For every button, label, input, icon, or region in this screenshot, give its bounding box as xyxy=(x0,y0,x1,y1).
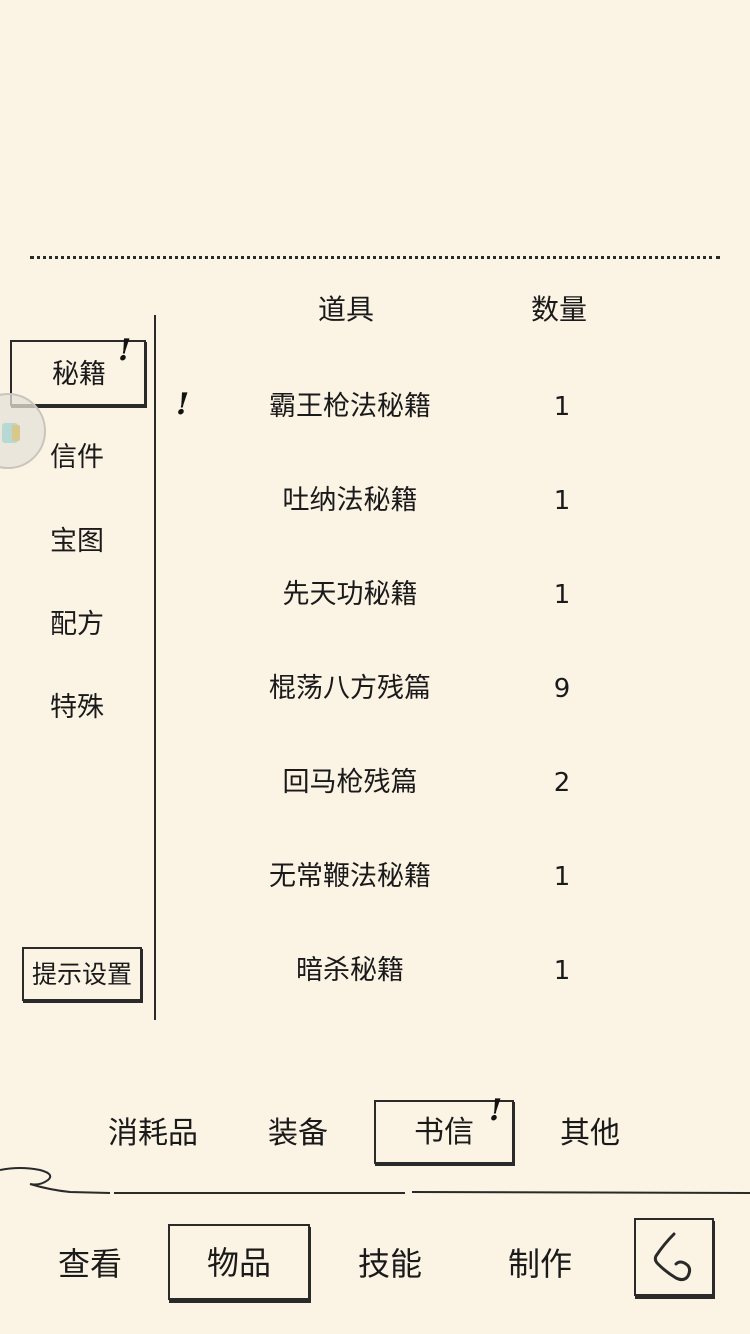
subtab-equipment[interactable]: 装备 xyxy=(268,1116,328,1151)
column-header-item: 道具 xyxy=(318,293,375,326)
item-name: 霸王枪法秘籍 xyxy=(269,391,431,422)
column-header-quantity: 数量 xyxy=(531,293,588,326)
table-row[interactable]: 先天功秘籍 1 xyxy=(160,548,720,642)
category-tab-special[interactable]: 特殊 xyxy=(20,686,136,730)
category-divider xyxy=(154,315,156,1020)
category-label: 宝图 xyxy=(50,526,104,557)
float-tile-icon xyxy=(12,425,20,441)
table-row[interactable]: 棍荡八方残篇 9 xyxy=(160,642,720,736)
category-label: 配方 xyxy=(50,609,104,640)
table-row[interactable]: 无常鞭法秘籍 1 xyxy=(160,830,720,924)
category-tab-recipes[interactable]: 配方 xyxy=(20,603,136,647)
item-name: 棍荡八方残篇 xyxy=(269,673,431,704)
hint-settings-button[interactable]: 提示设置 xyxy=(22,947,142,1001)
wave-divider xyxy=(0,1167,750,1194)
back-arrow-icon xyxy=(653,1232,692,1282)
subtab-alert-icon: ! xyxy=(489,1093,503,1128)
back-button[interactable] xyxy=(634,1218,714,1296)
item-name: 无常鞭法秘籍 xyxy=(269,861,431,892)
table-row[interactable]: 回马枪残篇 2 xyxy=(160,736,720,830)
item-name: 回马枪残篇 xyxy=(282,767,418,798)
item-quantity: 1 xyxy=(553,580,571,610)
nav-tab-items[interactable]: 物品 xyxy=(168,1224,310,1300)
item-quantity: 1 xyxy=(553,486,571,516)
category-tab-mystic[interactable]: 秘籍 xyxy=(10,340,146,406)
item-table[interactable]: 霸王枪法秘籍 1 吐纳法秘籍 1 先天功秘籍 1 棍荡八方残篇 9 回马枪残篇 … xyxy=(160,360,720,986)
item-quantity: 1 xyxy=(553,862,571,892)
item-quantity: 2 xyxy=(553,768,571,798)
item-quantity: 9 xyxy=(553,674,571,704)
category-tab-treasure-maps[interactable]: 宝图 xyxy=(20,520,136,564)
subtab-other[interactable]: 其他 xyxy=(560,1116,620,1151)
nav-tab-skills[interactable]: 技能 xyxy=(357,1245,422,1283)
category-alert-icon: ! xyxy=(118,333,132,368)
category-label: 信件 xyxy=(50,442,104,473)
table-row[interactable]: 霸王枪法秘籍 1 xyxy=(160,360,720,454)
table-row[interactable]: 暗杀秘籍 1 xyxy=(160,924,720,1018)
item-name: 暗杀秘籍 xyxy=(296,955,404,986)
nav-tab-view[interactable]: 查看 xyxy=(57,1245,122,1283)
category-tab-letters[interactable]: 信件 xyxy=(20,436,136,480)
item-quantity: 1 xyxy=(553,956,571,986)
row-alert-icon: ! xyxy=(176,387,190,422)
category-label: 特殊 xyxy=(50,692,104,723)
item-name: 吐纳法秘籍 xyxy=(282,485,418,516)
table-row[interactable]: 吐纳法秘籍 1 xyxy=(160,454,720,548)
subtab-letters[interactable]: 书信 xyxy=(374,1100,514,1164)
item-quantity: 1 xyxy=(553,392,571,422)
category-label: 秘籍 xyxy=(52,359,106,390)
item-name: 先天功秘籍 xyxy=(282,579,418,610)
subtab-consumables[interactable]: 消耗品 xyxy=(108,1116,198,1151)
nav-tab-crafting[interactable]: 制作 xyxy=(507,1245,572,1283)
dotted-separator xyxy=(30,256,720,259)
